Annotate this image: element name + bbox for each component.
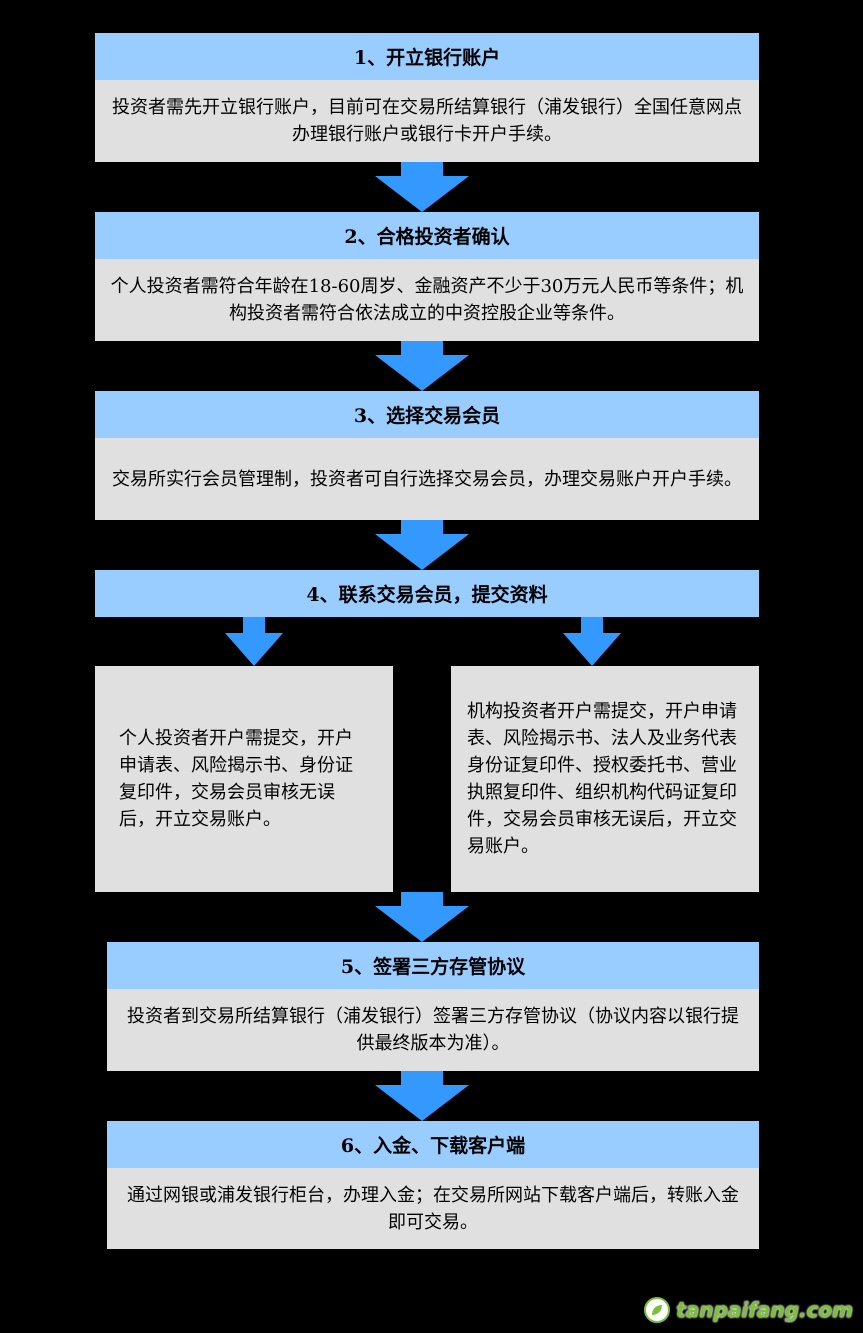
step-6-text: 通过网银或浦发银行柜台，办理入金；在交易所网站下载客户端后，转账入金即可交易。 <box>107 1168 759 1249</box>
leaf-logo-icon <box>644 1297 671 1323</box>
step-3-title: 3、选择交易会员 <box>95 391 759 438</box>
step-6-title: 6、入金、下载客户端 <box>107 1121 759 1168</box>
individual-investor-text: 个人投资者开户需提交，开户申请表、风险揭示书、身份证复印件，交易会员审核无误后，… <box>119 728 353 830</box>
step-5-title: 5、签署三方存管协议 <box>107 942 759 989</box>
step-5-text: 投资者到交易所结算银行（浦发银行）签署三方存管协议（协议内容以银行提供最终版本为… <box>107 989 759 1071</box>
institution-investor-requirements: 机构投资者开户需提交，开户申请表、风险揭示书、法人及业务代表身份证复印件、授权委… <box>451 666 759 892</box>
watermark-text: tanpaifang.com <box>676 1298 853 1322</box>
arrow-down-icon <box>375 892 469 942</box>
step-3-text: 交易所实行会员管理制，投资者可自行选择交易会员，办理交易账户开户手续。 <box>95 438 759 520</box>
step-4-title: 4、联系交易会员，提交资料 <box>95 570 759 617</box>
step-1-title: 1、开立银行账户 <box>95 33 759 80</box>
step-2-text: 个人投资者需符合年龄在18-60周岁、金融资产不少于30万元人民币等条件；机构投… <box>95 259 759 341</box>
arrow-down-icon <box>375 341 469 391</box>
arrow-down-icon <box>375 520 469 570</box>
arrow-down-icon <box>563 617 621 666</box>
individual-investor-requirements: 个人投资者开户需提交，开户申请表、风险揭示书、身份证复印件，交易会员审核无误后，… <box>95 666 393 892</box>
step-2-title: 2、合格投资者确认 <box>95 212 759 259</box>
institution-investor-text: 机构投资者开户需提交，开户申请表、风险揭示书、法人及业务代表身份证复印件、授权委… <box>467 701 737 857</box>
arrow-down-icon <box>375 1071 469 1121</box>
step-1-text: 投资者需先开立银行账户，目前可在交易所结算银行（浦发银行）全国任意网点办理银行账… <box>95 80 759 162</box>
arrow-down-icon <box>225 617 283 666</box>
watermark: tanpaifang.com <box>644 1295 853 1325</box>
arrow-down-icon <box>375 162 469 212</box>
